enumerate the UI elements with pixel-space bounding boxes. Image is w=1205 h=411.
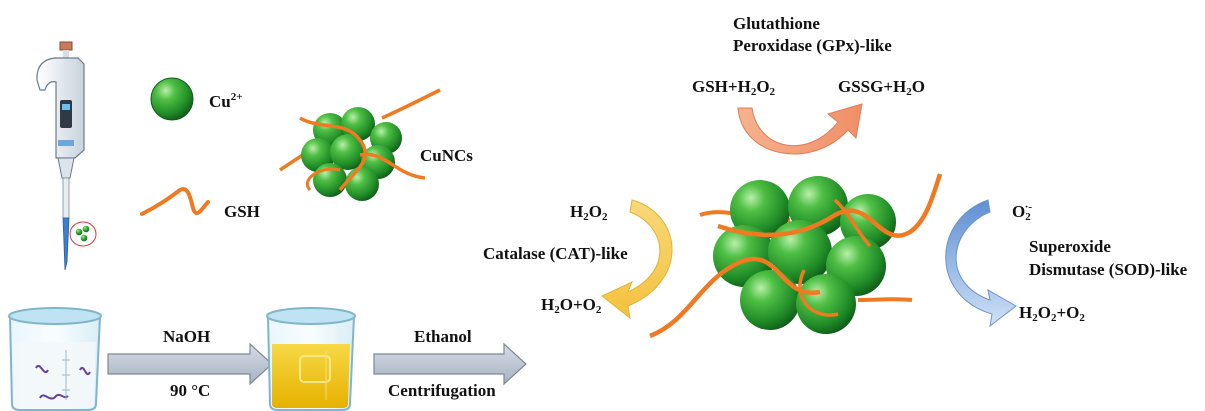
sod-product: H2O2+O2 bbox=[1019, 303, 1085, 324]
gsh-label: GSH bbox=[224, 202, 260, 221]
naoh-label: NaOH bbox=[163, 327, 211, 346]
gpx-title-line1: Glutathione bbox=[733, 14, 820, 33]
copper-sphere-icon bbox=[150, 77, 194, 121]
cat-reactant: H2O2 bbox=[570, 202, 608, 223]
cat-curved-arrow bbox=[601, 199, 673, 320]
cat-product: H2O+O2 bbox=[541, 295, 602, 316]
sod-title-line1: Superoxide bbox=[1029, 237, 1111, 256]
sod-reactant: O2·- bbox=[1012, 201, 1033, 223]
sod-curved-arrow bbox=[945, 199, 1017, 328]
beaker-icon bbox=[8, 307, 102, 411]
nanocluster-icon bbox=[279, 88, 441, 201]
gpx-reactant: GSH+H2O2 bbox=[692, 77, 776, 98]
gsh-ligand-icon bbox=[140, 187, 210, 216]
cuncs-label: CuNCs bbox=[420, 146, 473, 165]
pipette-icon bbox=[36, 41, 97, 271]
ethanol-label: Ethanol bbox=[414, 327, 472, 346]
centrifugation-label: Centrifugation bbox=[388, 381, 496, 400]
cat-title: Catalase (CAT)-like bbox=[483, 244, 628, 263]
large-nanocluster-icon bbox=[649, 173, 943, 339]
gpx-product: GSSG+H2O bbox=[838, 77, 925, 98]
yellow-beaker-icon bbox=[266, 307, 356, 411]
gpx-curved-arrow bbox=[737, 103, 863, 155]
cu-ion-label: Cu2+ bbox=[209, 91, 243, 112]
process-arrow-naoh bbox=[107, 342, 273, 386]
sod-title-line2: Dismutase (SOD)-like bbox=[1029, 260, 1188, 279]
gpx-title-line2: Peroxidase (GPx)-like bbox=[733, 36, 892, 55]
process-arrow-ethanol bbox=[373, 342, 527, 386]
temperature-label: 90 °C bbox=[170, 381, 211, 400]
